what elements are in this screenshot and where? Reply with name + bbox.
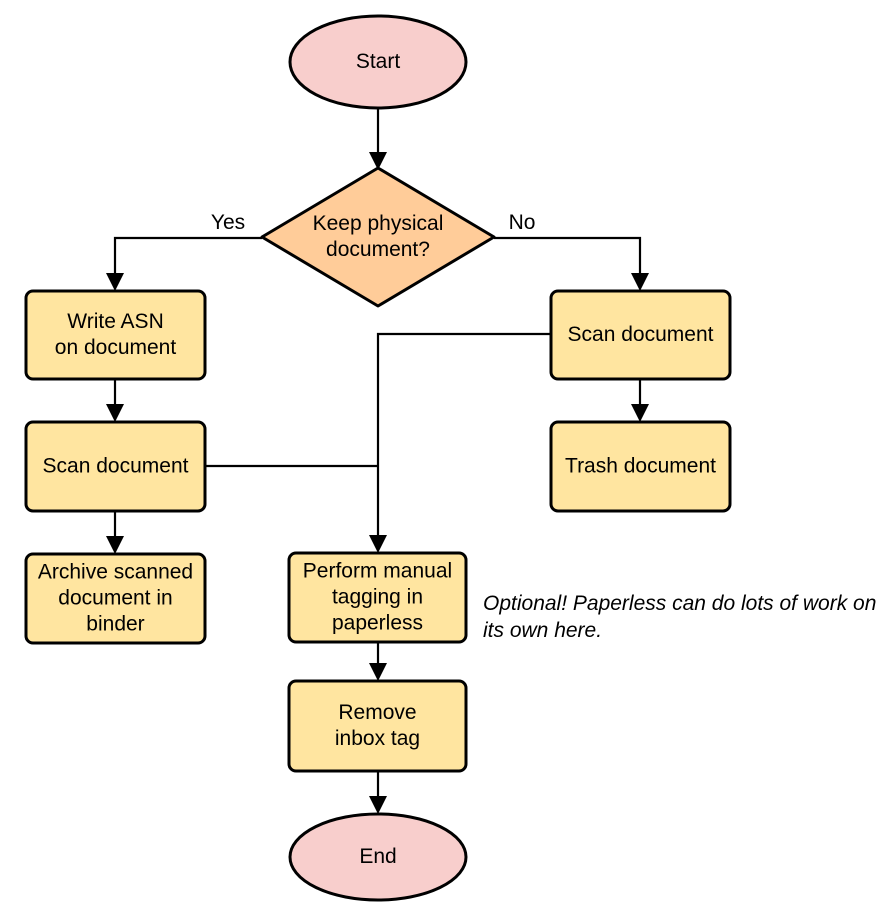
process-shape[interactable] — [287, 551, 468, 644]
process-shape[interactable] — [549, 289, 732, 381]
terminator-shape[interactable] — [288, 14, 468, 110]
node-trash-document[interactable]: Trash document — [549, 420, 732, 513]
terminator-shape[interactable] — [288, 812, 468, 902]
edge-scan-left-to-archive — [106, 511, 124, 554]
arrowhead-icon — [369, 796, 387, 814]
annotation-optional-note: Optional! Paperless can do lots of work … — [483, 592, 876, 642]
edge-scan-right-to-tagging — [369, 332, 551, 553]
annotations-layer: Optional! Paperless can do lots of work … — [483, 592, 876, 642]
arrowhead-icon — [369, 663, 387, 681]
node-start[interactable]: Start — [288, 14, 468, 110]
edge-line — [376, 332, 551, 545]
edge-write-asn-to-scan — [106, 379, 124, 422]
edge-label-decision-yes: Yes — [211, 211, 245, 234]
edge-line — [494, 236, 642, 283]
edge-decision-yes: Yes — [106, 211, 262, 291]
node-label: Scan document — [568, 323, 714, 346]
process-shape[interactable] — [287, 679, 468, 773]
node-label: Scan document — [43, 454, 189, 477]
arrowhead-icon — [369, 535, 387, 553]
node-label: Trash document — [565, 454, 716, 477]
arrowhead-icon — [631, 404, 649, 422]
process-shape[interactable] — [24, 289, 207, 381]
edge-scan-right-to-trash — [631, 379, 649, 422]
edges-layer: Yes No — [106, 108, 649, 814]
arrowhead-icon — [631, 273, 649, 291]
arrowhead-icon — [106, 273, 124, 291]
process-shape[interactable] — [549, 420, 732, 513]
arrowhead-icon — [106, 404, 124, 422]
node-label: End — [359, 845, 396, 868]
edge-start-to-decision — [369, 108, 387, 170]
process-shape[interactable] — [24, 420, 207, 513]
edge-tagging-to-remove — [369, 642, 387, 681]
edge-decision-no: No — [494, 211, 649, 291]
edge-remove-to-end — [369, 771, 387, 814]
process-shape[interactable] — [24, 552, 207, 645]
edge-line — [113, 236, 262, 283]
node-scan-document-left[interactable]: Scan document — [24, 420, 207, 513]
arrowhead-icon — [106, 536, 124, 554]
node-scan-document-right[interactable]: Scan document — [549, 289, 732, 381]
edge-label-decision-no: No — [509, 211, 536, 234]
decision-shape[interactable] — [260, 166, 496, 308]
node-end[interactable]: End — [288, 812, 468, 902]
arrowhead-icon — [369, 152, 387, 170]
node-label: Start — [356, 50, 401, 73]
